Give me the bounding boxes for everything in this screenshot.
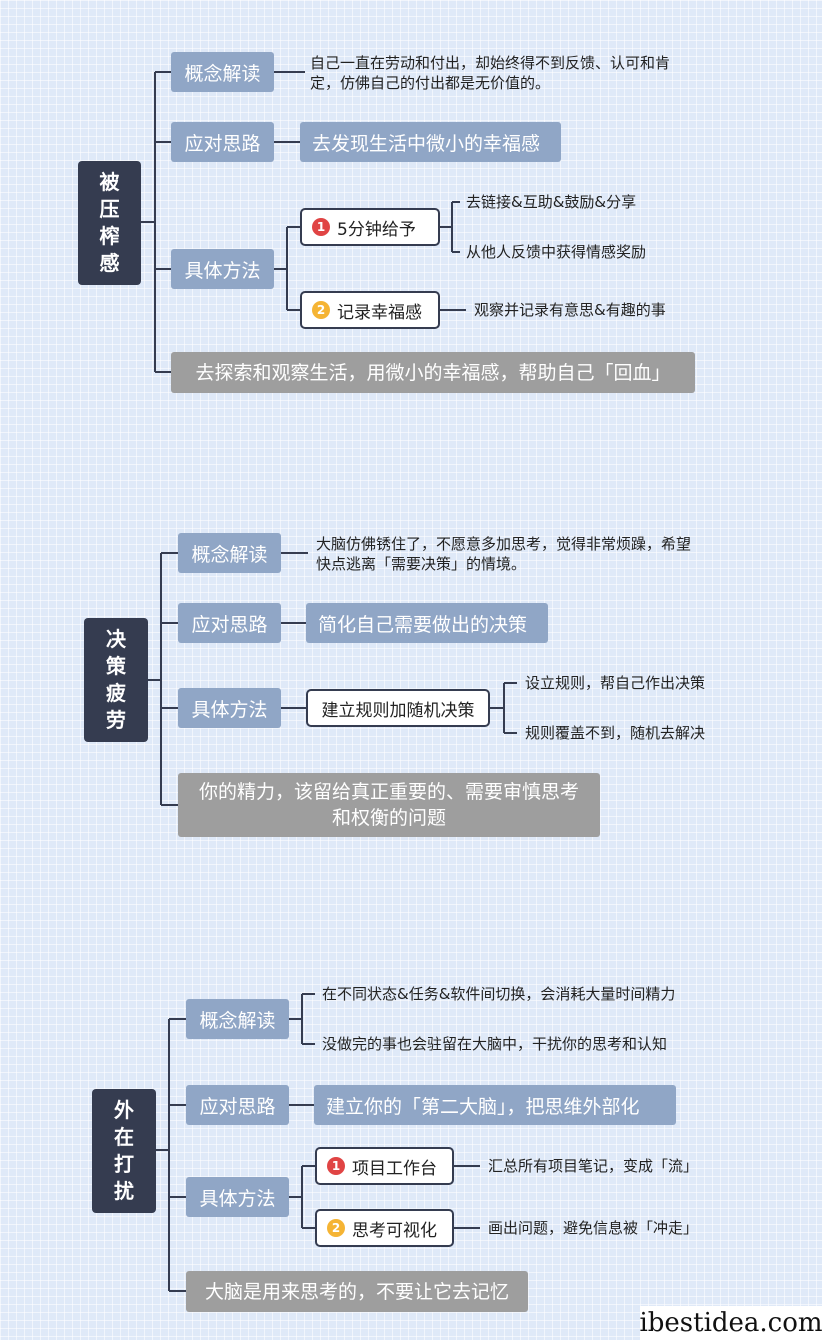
concept-text: 大脑仿佛锈住了，不愿意多加思考，觉得非常烦躁，希望 快点逃离「需要决策」的情境。 [316, 533, 726, 575]
concept-text-line: 快点逃离「需要决策」的情境。 [316, 555, 527, 573]
root-node-pressure: 被压榨感 [78, 161, 141, 285]
method-label: 5分钟给予 [337, 219, 416, 240]
concept-text: 在不同状态&任务&软件间切换，会消耗大量时间精力 [322, 985, 676, 1003]
summary-line: 你的精力，该留给真正重要的、需要审慎思考 [198, 781, 579, 803]
method-detail: 画出问题，避免信息被「冲走」 [488, 1219, 699, 1237]
concept-label: 概念解读 [171, 52, 274, 92]
strategy-text: 建立你的「第二大脑」，把思维外部化 [314, 1085, 676, 1125]
number-badge-icon: 1 [327, 1157, 345, 1175]
method-label: 记录幸福感 [337, 302, 422, 323]
summary-line: 和权衡的问题 [331, 807, 446, 829]
method-node: 1 5分钟给予 [300, 208, 440, 246]
root-title: 外在打扰 [114, 1098, 134, 1203]
method-detail: 汇总所有项目笔记，变成「流」 [488, 1157, 699, 1175]
method-detail: 设立规则，帮自己作出决策 [525, 674, 706, 692]
root-node-external-interruption: 外在打扰 [92, 1089, 156, 1213]
number-badge-icon: 2 [327, 1219, 345, 1237]
number-badge-icon: 2 [312, 301, 330, 319]
method-node: 1 项目工作台 [315, 1147, 454, 1185]
concept-label: 概念解读 [186, 999, 289, 1039]
summary-node: 大脑是用来思考的，不要让它去记忆 [186, 1271, 528, 1312]
concept-text-line: 自己一直在劳动和付出，却始终得不到反馈、认可和肯 [310, 54, 671, 72]
method-node: 建立规则加随机决策 [306, 689, 490, 727]
summary-node: 你的精力，该留给真正重要的、需要审慎思考 和权衡的问题 [178, 773, 600, 837]
method-label: 项目工作台 [352, 1158, 437, 1179]
method-label: 建立规则加随机决策 [321, 700, 475, 721]
strategy-label: 应对思路 [171, 122, 274, 162]
methods-label: 具体方法 [171, 249, 274, 289]
method-detail: 从他人反馈中获得情感奖励 [466, 243, 647, 261]
strategy-text: 去发现生活中微小的幸福感 [300, 122, 561, 162]
strategy-label: 应对思路 [178, 603, 281, 643]
watermark: ibestidea.com [639, 1306, 822, 1340]
method-node: 2 记录幸福感 [300, 291, 440, 329]
method-node: 2 思考可视化 [315, 1209, 454, 1247]
method-detail: 规则覆盖不到，随机去解决 [525, 724, 706, 742]
method-detail: 观察并记录有意思&有趣的事 [474, 301, 666, 319]
number-badge-icon: 1 [312, 218, 330, 236]
concept-text: 自己一直在劳动和付出，却始终得不到反馈、认可和肯 定，仿佛自己的付出都是无价值的… [310, 52, 710, 94]
root-title: 决策疲劳 [106, 627, 126, 732]
methods-label: 具体方法 [178, 688, 281, 728]
root-title: 被压榨感 [99, 170, 120, 275]
method-detail: 去链接&互助&鼓励&分享 [466, 193, 637, 211]
concept-text-line: 定，仿佛自己的付出都是无价值的。 [310, 74, 551, 92]
strategy-text: 简化自己需要做出的决策 [306, 603, 548, 643]
strategy-label: 应对思路 [186, 1085, 289, 1125]
concept-text-line: 大脑仿佛锈住了，不愿意多加思考，觉得非常烦躁，希望 [316, 535, 692, 553]
method-label: 思考可视化 [352, 1220, 437, 1241]
concept-text: 没做完的事也会驻留在大脑中，干扰你的思考和认知 [322, 1035, 668, 1053]
concept-label: 概念解读 [178, 533, 281, 573]
root-node-decision-fatigue: 决策疲劳 [84, 618, 148, 742]
methods-label: 具体方法 [186, 1177, 289, 1217]
summary-node: 去探索和观察生活，用微小的幸福感，帮助自己「回血」 [171, 352, 695, 393]
